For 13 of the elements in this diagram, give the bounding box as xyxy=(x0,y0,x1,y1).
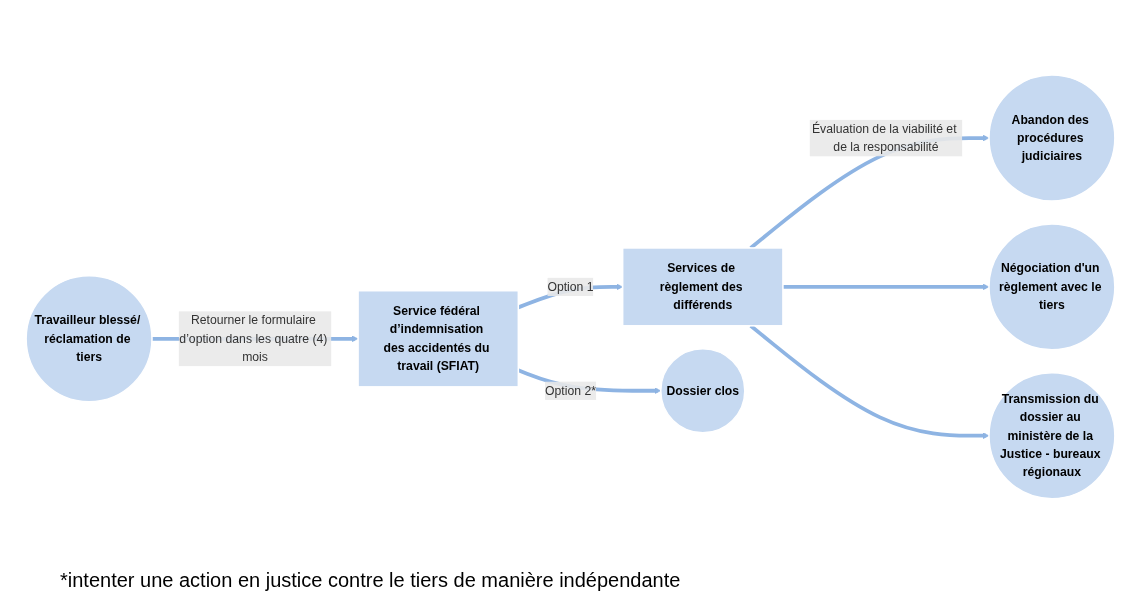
node-circle: Abandon des procédures judiciaires xyxy=(988,73,1116,202)
node-circle: Transmission du dossier au ministère de la Justice - bureaux régionaux xyxy=(988,371,1116,500)
node-circle: Travailleur blessé/ réclamation de tiers xyxy=(25,274,153,403)
node-circle: Dossier clos xyxy=(660,347,746,434)
edge-label: Option 1 xyxy=(547,279,594,293)
edge-label: Retourner le formulaire d’option dans les quatre (4) mois xyxy=(179,313,328,363)
node-box: Service fédéral d’indemnisation des accidentés du travail (SFIAT) xyxy=(357,289,520,388)
node-circle: Négociation d'un règlement avec le tiers xyxy=(988,222,1116,351)
edge-label: Option 2* xyxy=(545,383,596,397)
arrow xyxy=(782,283,990,290)
node-box: Services de règlement des différends xyxy=(621,246,784,327)
edge-label: Évaluation de la viabilité et de la responsabilité xyxy=(811,121,957,153)
footnote: *intenter une action en justice contre le tiers de manière indépendante xyxy=(60,569,682,592)
